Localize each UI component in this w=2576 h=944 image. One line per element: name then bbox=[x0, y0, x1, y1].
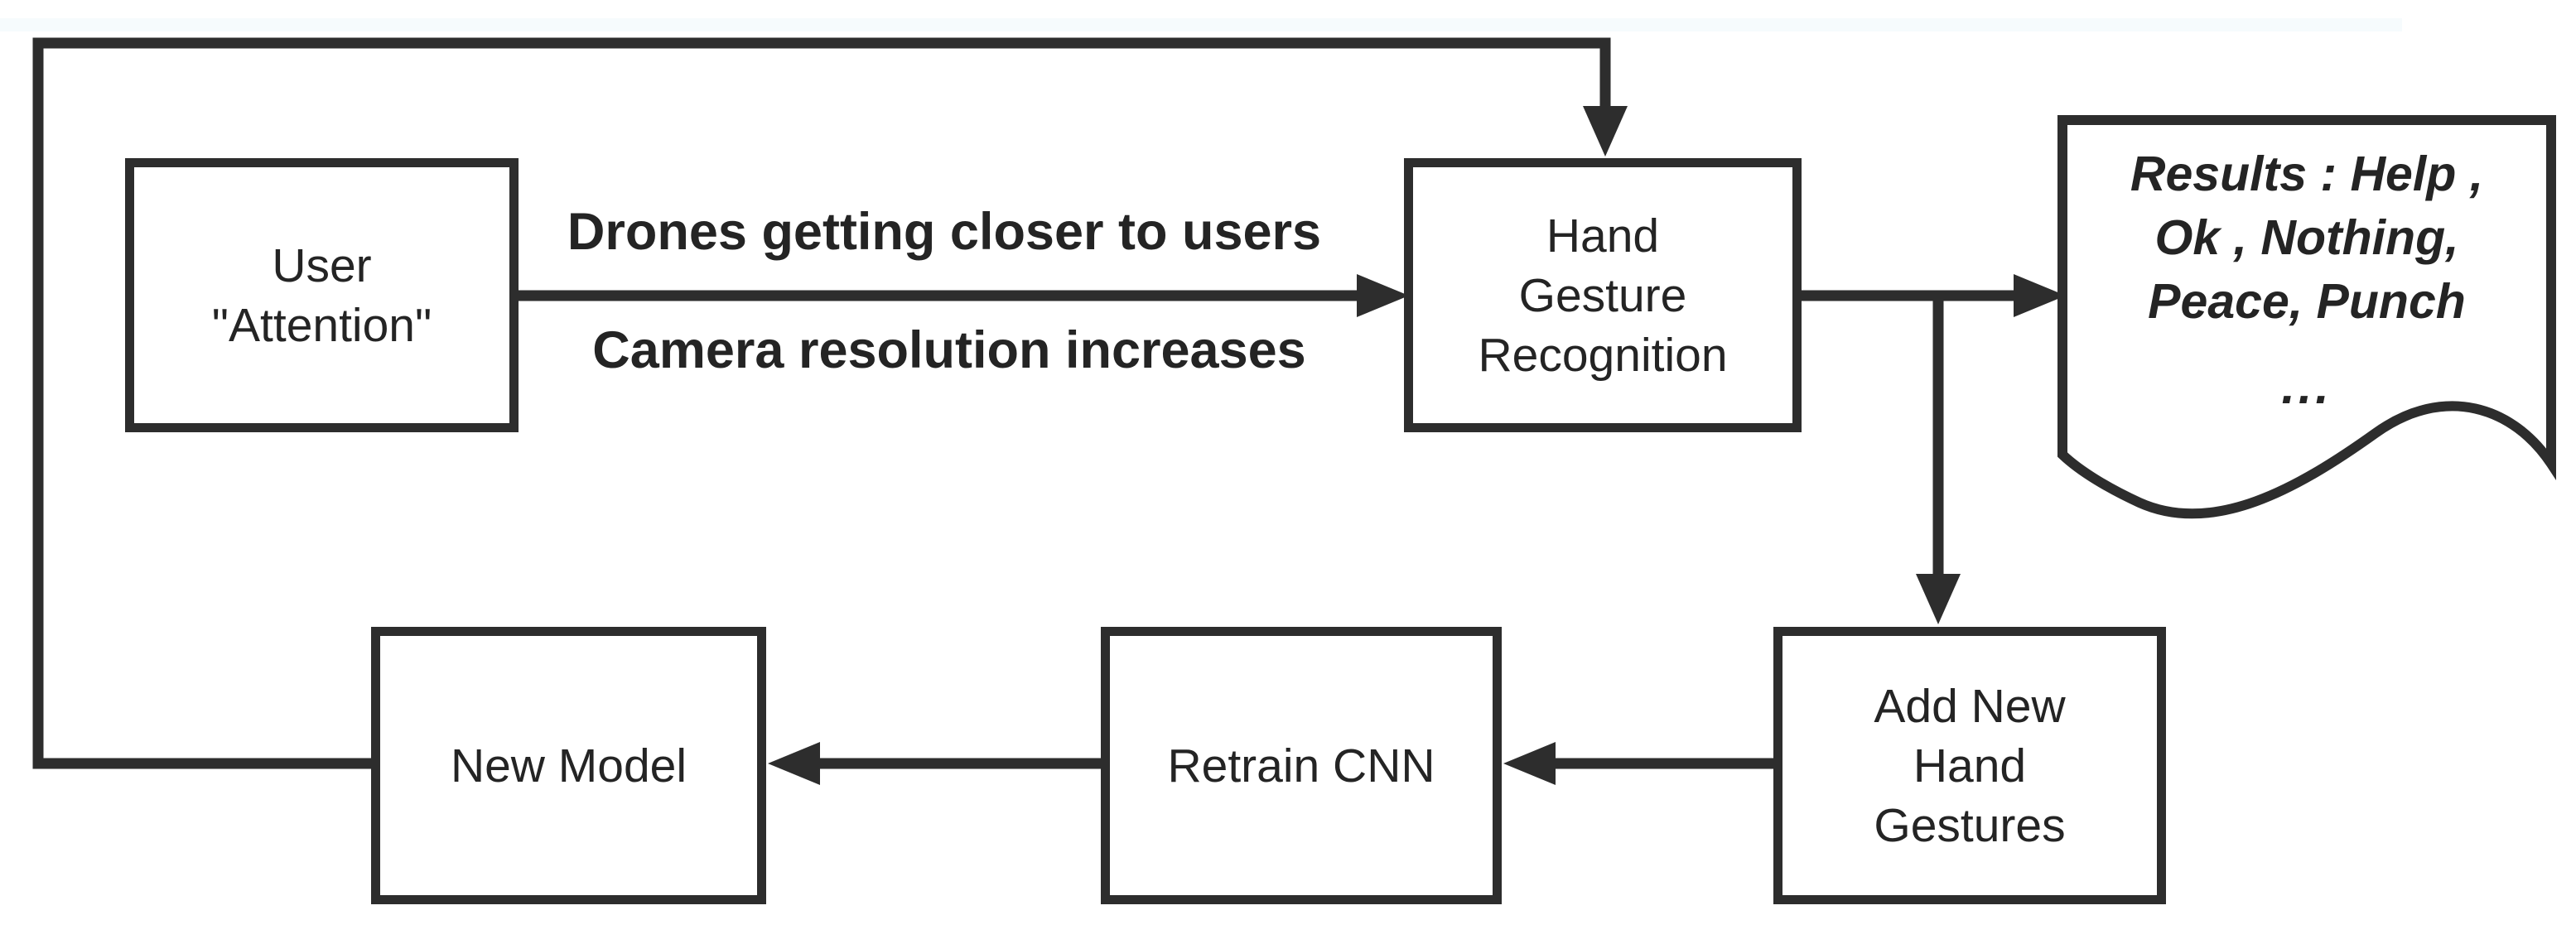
arrowhead-into-hand-gesture-left bbox=[1357, 274, 1409, 317]
node-hand-gesture-line2: Gesture bbox=[1518, 268, 1687, 322]
result-document-text: Results : Help , Ok , Nothing, Peace, Pu… bbox=[2062, 142, 2551, 419]
node-new-model-label: New Model bbox=[450, 739, 687, 792]
result-line1: Results : Help , bbox=[2130, 147, 2484, 201]
node-add-new-hand-gestures: Add New Hand Gestures bbox=[1773, 627, 2166, 904]
node-add-gestures-line1: Add New bbox=[1874, 679, 2066, 733]
node-user-attention-line2: "Attention" bbox=[211, 298, 432, 352]
node-add-gestures-line2: Hand bbox=[1913, 739, 2027, 792]
result-line3: Peace, Punch bbox=[2148, 274, 2466, 329]
arrowhead-into-add-gestures-top bbox=[1916, 574, 1961, 624]
node-hand-gesture-line3: Recognition bbox=[1478, 328, 1728, 382]
node-add-gestures-line3: Gestures bbox=[1874, 798, 2066, 852]
node-user-attention-line1: User bbox=[272, 238, 372, 292]
arrowhead-into-new-model-right bbox=[768, 742, 820, 785]
arrowhead-into-retrain-right bbox=[1503, 742, 1556, 785]
arrowhead-into-results-document bbox=[2014, 274, 2066, 317]
feedback-loop-line bbox=[32, 37, 1611, 769]
node-retrain-cnn: Retrain CNN bbox=[1101, 627, 1502, 904]
result-document-shape bbox=[2057, 115, 2556, 519]
scan-artifact-tint bbox=[0, 18, 2402, 31]
result-ellipsis: ... bbox=[2281, 359, 2332, 414]
edge-label-camera-resolution: Camera resolution increases bbox=[592, 321, 1306, 379]
node-user-attention: User "Attention" bbox=[125, 158, 519, 432]
arrowhead-down-into-hand-gesture-recognition bbox=[1583, 106, 1628, 157]
node-hand-gesture-line1: Hand bbox=[1546, 209, 1660, 262]
node-retrain-cnn-label: Retrain CNN bbox=[1167, 739, 1435, 792]
node-new-model: New Model bbox=[371, 627, 766, 904]
node-hand-gesture-recognition: Hand Gesture Recognition bbox=[1404, 158, 1802, 432]
result-line2: Ok , Nothing, bbox=[2154, 210, 2459, 265]
edge-label-drones-closer: Drones getting closer to users bbox=[567, 203, 1322, 261]
